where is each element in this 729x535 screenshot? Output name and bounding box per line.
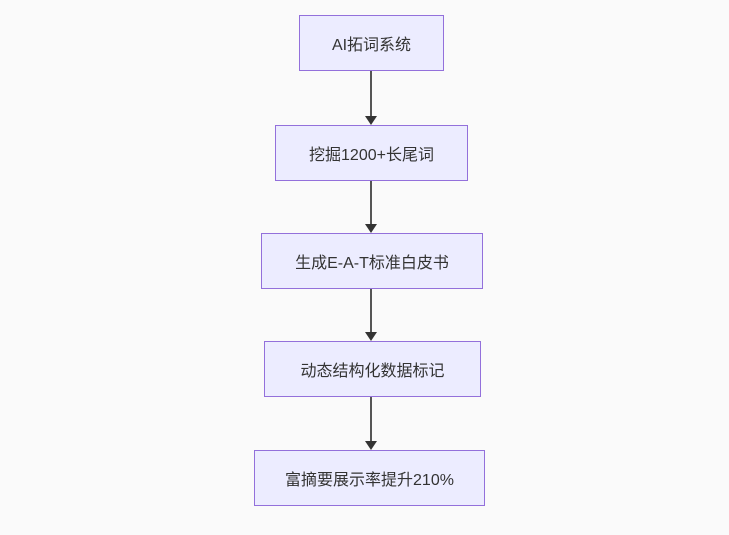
flow-node-label: AI拓词系统 (331, 37, 412, 54)
flow-node-rich-snippet-result: 富摘要展示率提升210% (254, 450, 485, 506)
flow-node-structured-data-markup: 动态结构化数据标记 (264, 341, 481, 397)
flow-node-ai-keyword-system: AI拓词系统 (299, 15, 444, 71)
arrow-head-icon (365, 441, 377, 450)
arrow-head-icon (365, 224, 377, 233)
edge-line (370, 289, 372, 333)
flow-node-label: 挖掘1200+长尾词 (309, 147, 434, 164)
arrow-head-icon (365, 332, 377, 341)
flow-node-label: 生成E-A-T标准白皮书 (295, 255, 449, 272)
arrow-head-icon (365, 116, 377, 125)
flow-node-label: 动态结构化数据标记 (300, 363, 445, 380)
edge-line (370, 71, 372, 117)
flow-node-longtail-mining: 挖掘1200+长尾词 (275, 125, 468, 181)
edge-line (370, 397, 372, 442)
flow-node-label: 富摘要展示率提升210% (285, 472, 454, 489)
flow-node-eat-whitepaper: 生成E-A-T标准白皮书 (261, 233, 483, 289)
edge-line (370, 181, 372, 225)
